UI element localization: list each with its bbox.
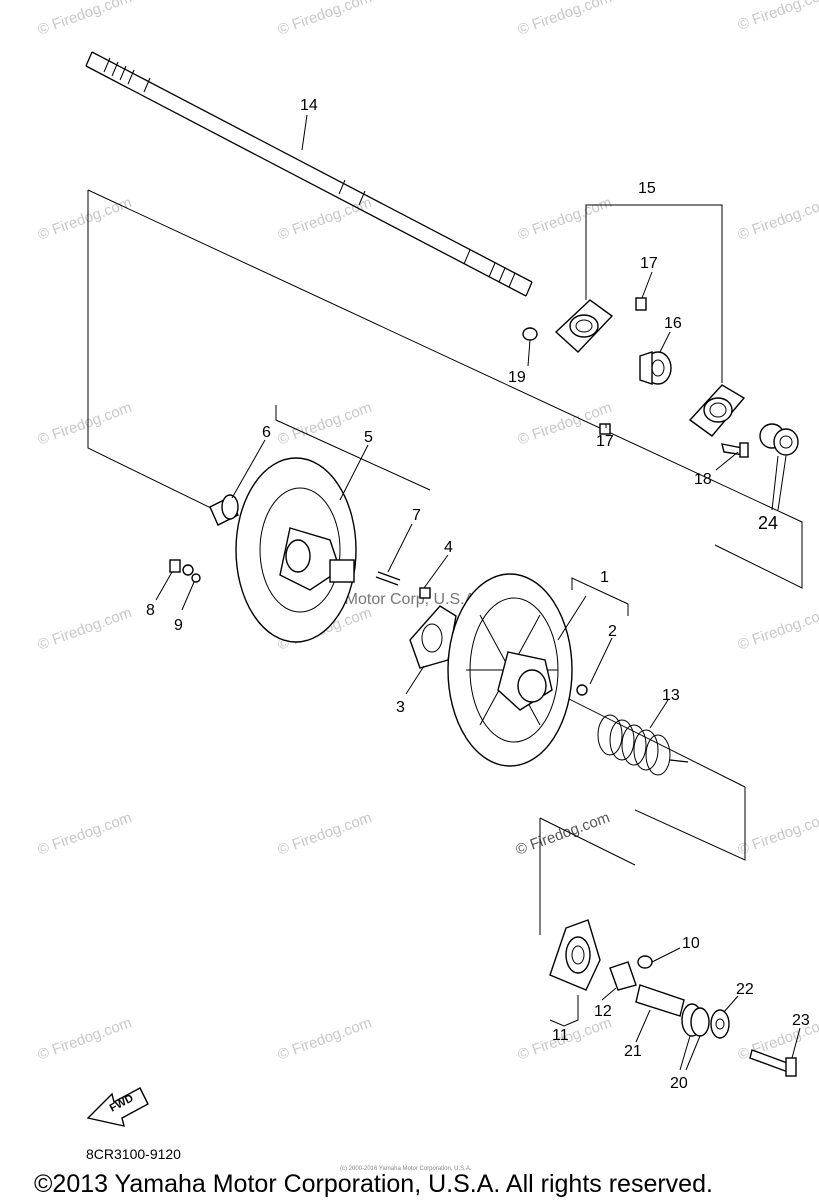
watermark-text: © Firedog.com [516, 194, 614, 244]
collar-part-6 [209, 494, 239, 526]
callout-1: 1 [600, 569, 609, 586]
watermark-text: © Firedog.com [736, 809, 819, 859]
watermark-text: © Firedog.com [36, 0, 134, 39]
callout-24: 24 [758, 513, 778, 533]
leader-lines [155, 114, 801, 1071]
callout-2: 2 [608, 623, 617, 640]
assembly-boundary-lines [87, 189, 803, 935]
callout-4: 4 [444, 539, 453, 556]
bushing-part-12 [609, 961, 637, 991]
watermark-text: © Firedog.com [736, 194, 819, 244]
callout-9: 9 [174, 617, 183, 634]
callout-23: 23 [792, 1012, 810, 1029]
callout-22: 22 [736, 981, 754, 998]
callout-5: 5 [364, 429, 373, 446]
callout-10: 10 [682, 935, 700, 952]
spring-part-13 [597, 714, 689, 776]
callout-7: 7 [412, 507, 421, 524]
washer-part-22 [710, 1009, 730, 1039]
callout-8: 8 [146, 602, 155, 619]
callout-14: 14 [300, 97, 318, 114]
watermark-text: © Firedog.com [736, 0, 819, 34]
callout-16: 16 [664, 315, 682, 332]
forward-direction-arrow: FWD [86, 1087, 149, 1127]
tiny-copyright-notice: (c) 2000-2016 Yamaha Motor Corporation, … [340, 1166, 472, 1172]
movable-sheave-part-1 [447, 573, 588, 767]
bolt-part-18 [721, 442, 749, 458]
watermark-text: © Firedog.com [276, 194, 374, 244]
callout-17-bottom: 17 [596, 433, 614, 450]
callout-numbers: 14 15 17 16 19 17 18 24 6 5 7 4 8 9 3 1 … [146, 97, 810, 1092]
watermark-text: © Firedog.com [36, 604, 134, 654]
callout-15: 15 [638, 180, 656, 197]
footer-copyright: ©2013 Yamaha Motor Corporation, U.S.A. A… [34, 1170, 713, 1198]
sleeve-part-21 [635, 984, 685, 1017]
callout-19: 19 [508, 369, 526, 386]
callout-18: 18 [694, 471, 712, 488]
center-watermark-text: © Firedog.com [514, 809, 612, 859]
watermark-layer: © Firedog.com © Firedog.com © Firedog.co… [36, 0, 819, 1064]
watermark-text: © Firedog.com [276, 399, 374, 449]
drive-shaft-part-14 [85, 51, 533, 297]
fixed-sheave-part-5 [235, 457, 357, 643]
watermark-text: © Firedog.com [276, 809, 374, 859]
watermark-text: © Firedog.com [36, 194, 134, 244]
watermark-text: © Firedog.com [36, 809, 134, 859]
callout-11: 11 [552, 1027, 569, 1044]
nut-part-10 [637, 955, 653, 969]
callout-13: 13 [662, 687, 680, 704]
bearing-housing-part-15 [554, 299, 746, 437]
cam-assembly-part-11 [549, 919, 601, 991]
bolt-part-23 [749, 1049, 797, 1077]
callout-17-top: 17 [640, 255, 658, 272]
callout-21: 21 [624, 1043, 642, 1060]
watermark-text: © Firedog.com [516, 0, 614, 39]
callout-20: 20 [670, 1075, 688, 1092]
callout-6: 6 [262, 424, 271, 441]
watermark-text: © Firedog.com [276, 0, 374, 39]
watermark-text: © Firedog.com [36, 399, 134, 449]
bolts-parts-4-7-8-9 [169, 559, 431, 599]
diagram-code: 8CR3100-9120 [86, 1146, 181, 1162]
collars-part-24 [759, 423, 799, 456]
watermark-text: © Firedog.com [736, 604, 819, 654]
callout-3: 3 [396, 699, 405, 716]
watermark-text: © Firedog.com [276, 1014, 374, 1064]
callout-12: 12 [594, 1003, 612, 1020]
watermark-text: © Firedog.com [36, 1014, 134, 1064]
collars-part-20 [681, 1003, 710, 1037]
bearing-part-16 [639, 351, 672, 385]
